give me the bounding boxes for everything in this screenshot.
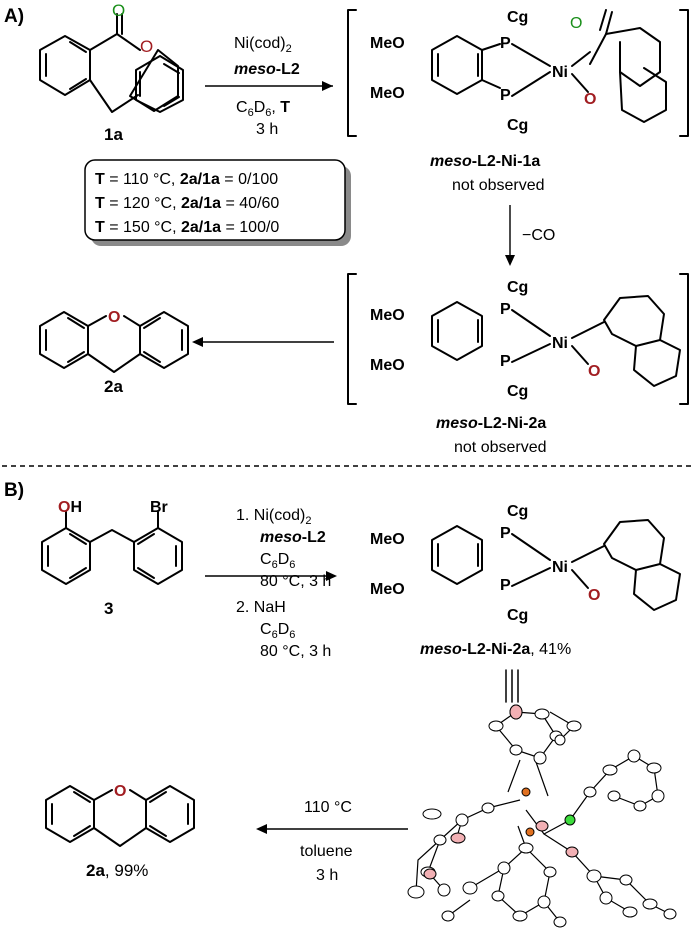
- arrowhead-co: [505, 255, 515, 266]
- compound-3-label: 3: [104, 599, 113, 618]
- meo-label-2a: MeO: [370, 307, 405, 324]
- reagent-solvent-a: C6D6, T: [236, 99, 290, 119]
- br-label: Br: [150, 499, 168, 516]
- o-label-2: O: [588, 363, 600, 380]
- step2-solvent: C6D6: [260, 621, 295, 641]
- compound-1a-structure: [39, 13, 184, 113]
- step1-solvent: C6D6: [260, 551, 295, 571]
- arrowhead-b1: [326, 571, 337, 581]
- meo-label-1b: MeO: [370, 85, 405, 102]
- bracket-right-2: [679, 273, 689, 405]
- table-row-2: T = 120 °C, 2a/1a = 40/60: [95, 195, 279, 212]
- compound-2a-label-b: 2a, 99%: [86, 861, 148, 880]
- bracket-right-1: [679, 9, 689, 137]
- reagent-nicod-a: Ni(cod)2: [234, 35, 292, 55]
- meo-label-3b: MeO: [370, 581, 405, 598]
- intermediate-2-structure: [431, 295, 681, 387]
- intermediate-2-status: not observed: [454, 439, 547, 456]
- ni-label-3: Ni: [552, 559, 568, 576]
- xanthene-oxygen-a: O: [108, 309, 120, 326]
- co-oxygen-label-1: O: [570, 15, 582, 32]
- equivalence-sign: [505, 669, 519, 703]
- intermediate-1-name: meso-L2-Ni-1a: [430, 153, 540, 170]
- cg-label-3b: Cg: [507, 607, 528, 624]
- intermediate-1-structure: [431, 9, 667, 123]
- arrowhead-b2: [256, 824, 267, 834]
- arrowhead-a1: [322, 81, 333, 91]
- cg-label-3a: Cg: [507, 503, 528, 520]
- p-label-3a: P: [500, 525, 511, 542]
- section-a-label: A): [4, 6, 24, 27]
- minus-co-label: −CO: [522, 227, 555, 244]
- p-label-2b: P: [500, 353, 511, 370]
- ni-bonds-3: [511, 533, 605, 589]
- ni-bonds-2: [511, 309, 605, 365]
- step1-reagent: 1. Ni(cod)2: [236, 507, 311, 527]
- temperature-table: [84, 159, 351, 246]
- ni-label-2: Ni: [552, 335, 568, 352]
- meo-label-1a: MeO: [370, 35, 405, 52]
- compound-2a-structure-b: [45, 785, 195, 847]
- o-label-3: O: [588, 587, 600, 604]
- crystal-structure-ortep: [407, 704, 677, 928]
- meo-label-3a: MeO: [370, 531, 405, 548]
- compound-2a-label-a: 2a: [104, 377, 123, 396]
- bracket-left-2: [347, 273, 357, 405]
- o-label-1: O: [584, 91, 596, 108]
- section-b-label: B): [4, 480, 24, 501]
- cg-label-1b: Cg: [507, 117, 528, 134]
- product-complex-structure: [431, 519, 681, 611]
- ni-bonds-1: [511, 43, 591, 97]
- compound-1a-label: 1a: [104, 125, 123, 144]
- reagent-time-a: 3 h: [256, 121, 278, 138]
- p-label-2a: P: [500, 301, 511, 318]
- final-temperature: 110 °C: [304, 799, 352, 816]
- p-label-1b: P: [500, 87, 511, 104]
- cg-label-2a: Cg: [507, 279, 528, 296]
- step1-conditions: 80 °C, 3 h: [260, 573, 331, 590]
- table-row-3: T = 150 °C, 2a/1a = 100/0: [95, 219, 279, 236]
- intermediate-1-status: not observed: [452, 177, 545, 194]
- cg-label-2b: Cg: [507, 383, 528, 400]
- step2-conditions: 80 °C, 3 h: [260, 643, 331, 660]
- p-label-3b: P: [500, 577, 511, 594]
- step2-reagent: 2. NaH: [236, 599, 286, 616]
- step1-ligand: meso-L2: [260, 529, 326, 546]
- reagent-ligand-a: meso-L2: [234, 61, 300, 78]
- intermediate-2-name: meso-L2-Ni-2a: [436, 415, 546, 432]
- oh-label: OH: [58, 499, 82, 516]
- p-label-1a: P: [500, 35, 511, 52]
- bracket-left-1: [347, 9, 357, 137]
- arrowhead-a2: [192, 337, 203, 347]
- meo-label-2b: MeO: [370, 357, 405, 374]
- carbonyl-oxygen-label: O: [112, 1, 125, 20]
- final-time: 3 h: [316, 867, 338, 884]
- compound-2a-structure-a: [39, 311, 189, 373]
- ni-label-1: Ni: [552, 64, 568, 81]
- xanthene-oxygen-b: O: [114, 783, 126, 800]
- table-row-1: T = 110 °C, 2a/1a = 0/100: [95, 171, 278, 188]
- final-solvent: toluene: [300, 843, 353, 860]
- compound-3-structure: [41, 511, 183, 585]
- product-complex-name: meso-L2-Ni-2a, 41%: [420, 641, 571, 658]
- cg-label-1a: Cg: [507, 9, 528, 26]
- ring-oxygen-label: O: [140, 37, 153, 56]
